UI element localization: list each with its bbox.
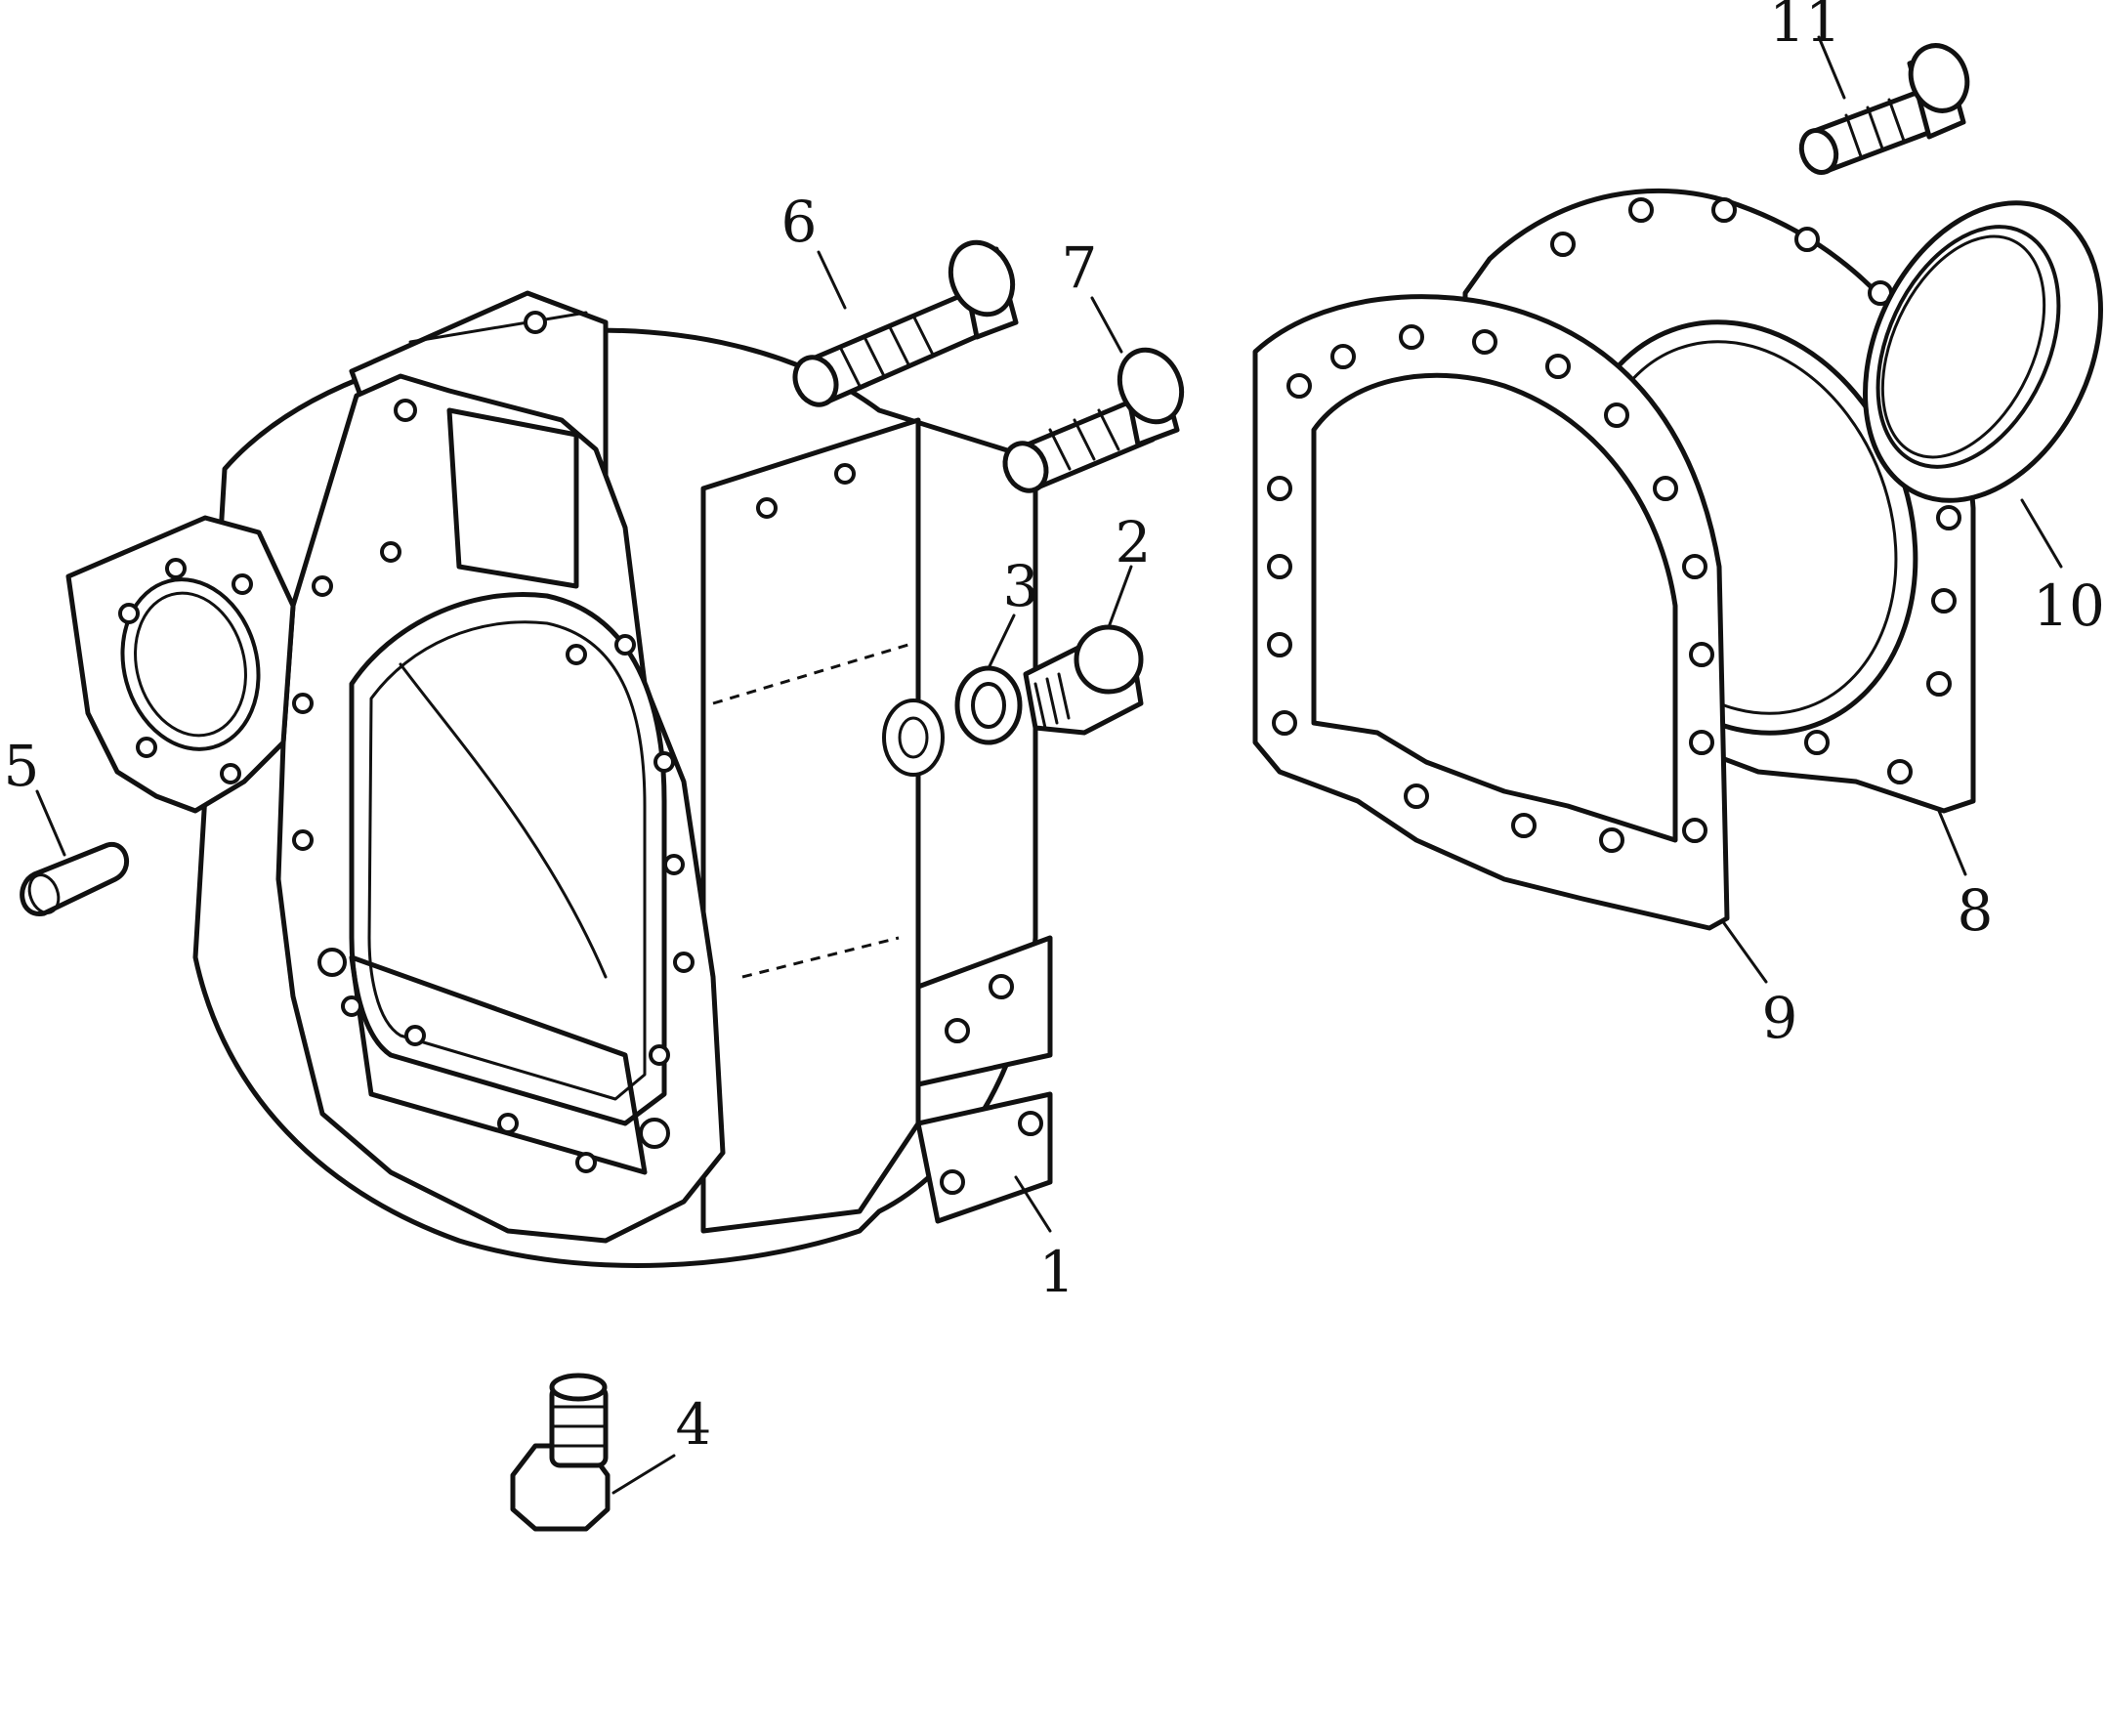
oil-seal-part: [1863, 200, 2103, 569]
callout-11: 11: [1769, 0, 1841, 55]
callout-2: 2: [1116, 509, 1152, 575]
bolt-6-part: [792, 239, 1019, 407]
callout-6: 6: [781, 189, 818, 255]
flywheel-housing-part: [65, 290, 1053, 1268]
callout-4: 4: [676, 1391, 712, 1458]
callout-5: 5: [4, 733, 40, 799]
callout-9: 9: [1762, 985, 1798, 1051]
plug-part: [1023, 565, 1144, 736]
washer-part: [954, 614, 1023, 745]
dowel-pin-part: [20, 789, 129, 916]
bolt-lower-part: [510, 1373, 676, 1532]
bolt-11-part: [1798, 35, 1970, 175]
callout-3: 3: [1003, 553, 1039, 619]
callout-1: 1: [1039, 1239, 1075, 1305]
callout-8: 8: [1958, 877, 1994, 944]
bolt-7-part: [1002, 296, 1185, 493]
callout-7: 7: [1062, 234, 1098, 301]
gasket-part: [1252, 294, 1768, 984]
callout-10: 10: [2033, 572, 2105, 639]
